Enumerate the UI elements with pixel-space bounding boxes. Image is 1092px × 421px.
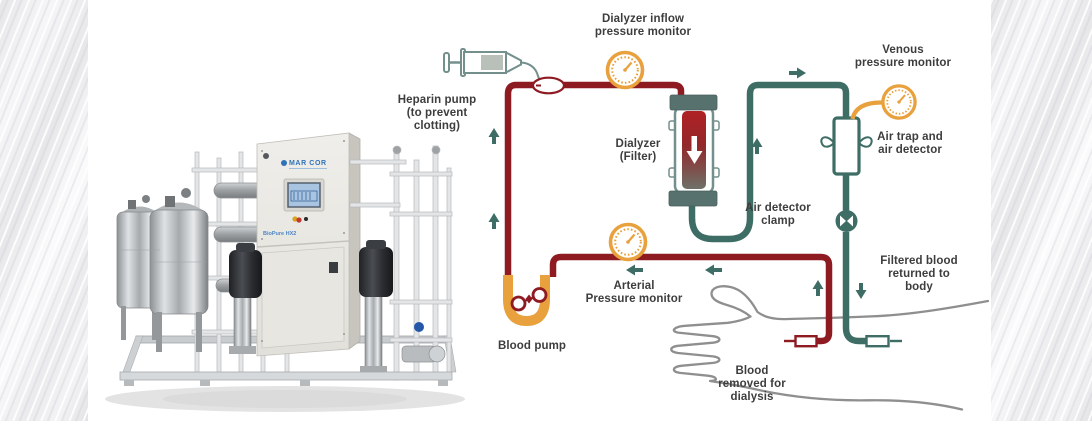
brand-tagline-line (289, 168, 327, 169)
label-heparin-pump: Heparin pump (to prevent clotting) (397, 94, 477, 133)
venous-needle-icon (865, 335, 890, 348)
marcor-logo-icon (281, 160, 287, 167)
up-arrow-icon (751, 138, 763, 154)
arterial-needle-icon (794, 335, 818, 348)
label-venous-monitor: Venous pressure monitor (854, 44, 952, 70)
dialyzer-inflow-gauge-icon (605, 50, 645, 90)
brushed-metal-right-band (991, 0, 1092, 421)
marcor-logo: MAR COR (281, 160, 327, 169)
heparin-syringe-icon (443, 48, 548, 86)
hand-arm-illustration (670, 285, 990, 411)
up-arrow-icon (812, 280, 824, 296)
machine-model-text: BioPure HX2 (263, 231, 297, 237)
arterial-line-return (549, 253, 833, 345)
control-cabinet (256, 132, 361, 357)
label-dialyzer-filter: Dialyzer (Filter) (615, 138, 661, 164)
left-arrow-icon (705, 264, 722, 276)
up-arrow-icon (488, 128, 500, 144)
venous-line-from-dialyzer (688, 81, 850, 243)
red-indicator (296, 217, 302, 223)
left-arrow-icon (626, 264, 643, 276)
water-purification-machine-photo (105, 132, 465, 412)
stainless-tanks (116, 188, 209, 352)
label-dialyzer-inflow-monitor: Dialyzer inflow pressure monitor (594, 13, 692, 39)
up-arrow-icon (488, 213, 500, 229)
vertical-pump-left (229, 243, 262, 354)
label-blood-pump: Blood pump (497, 340, 567, 352)
blood-pump-icon (503, 275, 550, 327)
brand-text: MAR COR (289, 160, 327, 167)
label-blood-removed: Blood removed for dialysis (718, 365, 786, 404)
flow-arrows (488, 67, 867, 299)
label-arterial-monitor: Arterial Pressure monitor (585, 280, 683, 306)
door-latch (329, 262, 338, 273)
air-detector-clamp-icon (835, 210, 858, 232)
right-pipe-tower (349, 145, 453, 381)
down-arrow-icon (855, 283, 867, 299)
vertical-pump-right (359, 240, 393, 374)
hmi-screen (283, 178, 325, 212)
arterial-gauge-icon (608, 222, 648, 262)
label-air-detector-clamp: Air detector clamp (745, 202, 811, 228)
black-indicator (304, 217, 308, 221)
yellow-indicator (292, 216, 298, 222)
air-trap-icon (820, 116, 873, 176)
dialyzer-icon (668, 94, 720, 207)
label-filtered-blood: Filtered blood returned to body (880, 255, 958, 294)
label-air-trap: Air trap and air detector (877, 131, 943, 157)
arterial-line-supply (504, 81, 685, 277)
blood-circuit (443, 48, 917, 348)
right-arrow-icon (789, 67, 806, 79)
injection-port-icon (531, 76, 566, 95)
venous-line-to-body (842, 232, 866, 345)
venous-gauge-icon (881, 84, 917, 120)
blue-valve (414, 322, 424, 332)
brushed-metal-left-band (0, 0, 88, 421)
